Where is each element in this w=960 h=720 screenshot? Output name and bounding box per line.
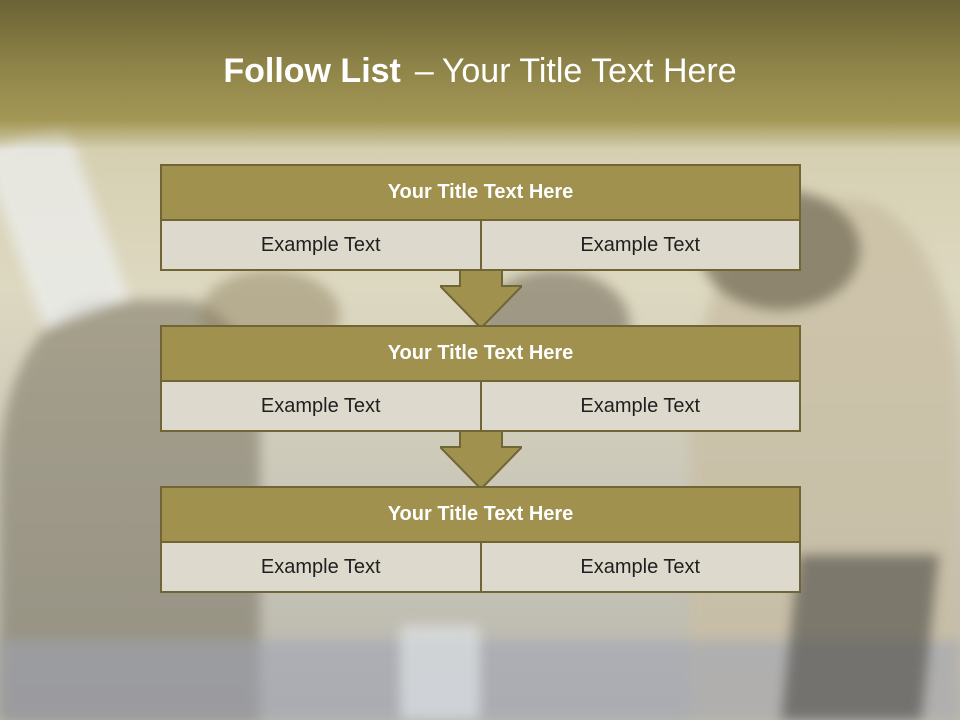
- page-title-dash: –: [414, 52, 434, 90]
- down-arrow-icon: [440, 431, 522, 489]
- step-box-2: Your Title Text Here Example Text Exampl…: [160, 325, 801, 432]
- step-box-3: Your Title Text Here Example Text Exampl…: [160, 486, 801, 593]
- step-cell-right: Example Text: [479, 221, 801, 271]
- step-row: Example Text Example Text: [160, 543, 801, 593]
- step-box-1: Your Title Text Here Example Text Exampl…: [160, 164, 801, 271]
- step-title: Your Title Text Here: [160, 486, 801, 543]
- step-cell-right: Example Text: [479, 543, 801, 593]
- step-cell-left: Example Text: [160, 543, 482, 593]
- step-cell-left: Example Text: [160, 221, 482, 271]
- page-title-bold: Follow List: [223, 52, 401, 90]
- photo-glass: [400, 625, 480, 720]
- step-cell-left: Example Text: [160, 382, 482, 432]
- step-title: Your Title Text Here: [160, 164, 801, 221]
- down-arrow-icon: [440, 270, 522, 328]
- photo-paper: [0, 120, 130, 330]
- step-title: Your Title Text Here: [160, 325, 801, 382]
- step-cell-right: Example Text: [479, 382, 801, 432]
- photo-clipboard: [781, 555, 939, 720]
- page-title: Follow List–Your Title Text Here: [0, 52, 960, 91]
- title-band: [0, 0, 960, 150]
- step-row: Example Text Example Text: [160, 221, 801, 271]
- page-title-rest: Your Title Text Here: [441, 52, 737, 90]
- step-row: Example Text Example Text: [160, 382, 801, 432]
